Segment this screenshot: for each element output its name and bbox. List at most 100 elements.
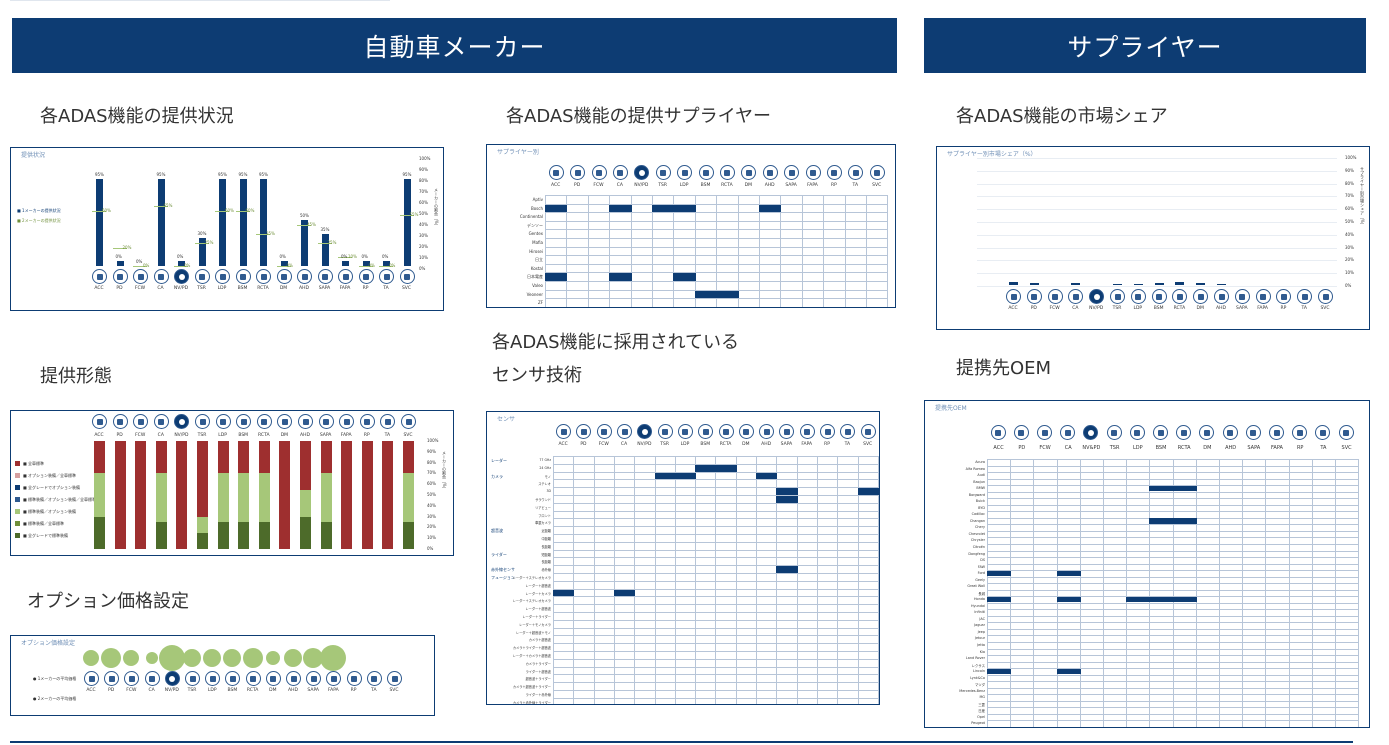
status-line bbox=[92, 210, 106, 212]
supplier-feature-label: FCW bbox=[593, 183, 604, 188]
sensor-feature-icon bbox=[779, 424, 795, 439]
share-feature-label: LDP bbox=[1133, 306, 1143, 311]
share-pct-tick: 60% bbox=[1345, 206, 1354, 212]
legend-item: ■ 全車標準 bbox=[23, 461, 45, 466]
sensor-feature-label: AHD bbox=[761, 442, 772, 447]
share-feature-icon bbox=[1006, 289, 1021, 304]
partner-feature-label: LDP bbox=[1132, 445, 1143, 451]
share-feature-label: SAPA bbox=[1236, 306, 1248, 311]
sensor-feature-label: SAPA bbox=[780, 442, 793, 447]
supplier-row-label: Hirosei bbox=[529, 248, 543, 254]
form-pct-tick: 80% bbox=[427, 459, 436, 465]
grid-vline bbox=[866, 195, 867, 307]
supplier-feature-label: TA bbox=[852, 183, 859, 188]
partner-row-label: Kia bbox=[979, 649, 985, 654]
price-bubble bbox=[223, 649, 242, 667]
price-bubble bbox=[303, 648, 324, 668]
form-segment bbox=[258, 522, 270, 549]
partner-row-label: Audi bbox=[977, 473, 985, 478]
share-feature-icon bbox=[1318, 289, 1333, 304]
option-feature-label: TSR bbox=[187, 688, 197, 693]
form-feature-label: NV/PD bbox=[174, 433, 189, 438]
partner-feature-label: FAPA bbox=[1271, 445, 1283, 451]
partner-row-label: Chevrolet bbox=[968, 531, 985, 536]
form-feature-label: BSM bbox=[238, 433, 249, 438]
partner-cell bbox=[1172, 485, 1197, 492]
sensor-cell bbox=[695, 464, 717, 472]
share-feature-icon bbox=[1214, 289, 1229, 304]
partner-cell bbox=[987, 570, 1012, 577]
option-legend-1: ● 1メーカーの平均価格 bbox=[33, 676, 77, 681]
option-feature-label: RP bbox=[350, 688, 357, 693]
form-pct-tick: 100% bbox=[427, 438, 439, 443]
sensor-feature-label: TA bbox=[844, 442, 851, 447]
grid-vline bbox=[877, 456, 879, 704]
share-feature-label: CA bbox=[1072, 306, 1079, 311]
form-segment bbox=[341, 441, 353, 549]
sensor-row-label: カメラ＋赤外線＋ライダー bbox=[512, 700, 551, 705]
line-value-label: 65% bbox=[163, 203, 173, 209]
panel-label: サプライヤー別 bbox=[497, 149, 539, 156]
partner-row-label: Infiniti bbox=[974, 610, 985, 615]
share-feature-icon bbox=[1193, 289, 1209, 304]
feature-label: NV/PD bbox=[173, 286, 189, 291]
price-bubble bbox=[242, 648, 263, 668]
share-gridline bbox=[977, 196, 1337, 198]
feature-icon-rp bbox=[358, 269, 374, 284]
option-feature-icon bbox=[225, 671, 241, 686]
form-segment bbox=[176, 441, 188, 549]
pct-tick: 0% bbox=[419, 266, 426, 271]
grid-vline bbox=[654, 456, 656, 704]
share-feature-icon bbox=[1130, 289, 1146, 304]
line-value-label: 60% bbox=[245, 207, 255, 213]
form-feature-label: RCTA bbox=[258, 433, 270, 438]
grid-vline bbox=[587, 195, 589, 307]
supplier-feature-label: PD bbox=[574, 183, 581, 188]
price-bubble bbox=[203, 649, 222, 667]
form-feature-icon bbox=[174, 414, 190, 429]
form-pct-tick: 40% bbox=[427, 502, 436, 508]
grid-vline bbox=[613, 456, 615, 704]
sensor-feature-icon bbox=[718, 424, 734, 439]
sensor-row-label: 短距離 bbox=[541, 552, 551, 557]
sensor-feature-label: RCTA bbox=[719, 442, 732, 447]
partner-feature-label: TA bbox=[1320, 445, 1327, 451]
partner-row-label: BMW bbox=[976, 486, 985, 491]
sensor-cell bbox=[553, 589, 575, 597]
banner-oem-text: 自動車メーカー bbox=[363, 32, 546, 62]
partner-feature-icon bbox=[1129, 425, 1145, 440]
sensor-group-label: 赤外線センサ bbox=[491, 567, 515, 573]
supplier-cell bbox=[609, 204, 632, 213]
grid-vline bbox=[673, 195, 675, 307]
sensor-feature-icon bbox=[759, 424, 775, 439]
sensor-row-label: ライダー＋超音波 bbox=[525, 669, 551, 674]
sensor-cell bbox=[715, 464, 737, 472]
option-feature-label: LDP bbox=[207, 688, 217, 693]
status-bar bbox=[178, 261, 185, 266]
option-feature-label: ACC bbox=[86, 688, 96, 693]
status-bar bbox=[157, 178, 165, 266]
sensor-row-label: 近距離 bbox=[541, 529, 551, 534]
grid-vline bbox=[801, 195, 803, 307]
feature-label: RCTA bbox=[257, 286, 269, 291]
sensor-feature-label: LDP bbox=[680, 442, 690, 447]
option-feature-icon bbox=[164, 671, 180, 686]
partner-feature-label: SAPA bbox=[1247, 445, 1261, 451]
option-feature-icon bbox=[245, 671, 261, 686]
partner-row-label: MG bbox=[979, 695, 985, 700]
status-line bbox=[235, 210, 250, 212]
supplier-row-label: 日本電産 bbox=[527, 274, 543, 280]
form-segment bbox=[300, 441, 311, 490]
partner-feature-label: TSR bbox=[1109, 445, 1120, 451]
supplier-cell bbox=[545, 204, 568, 213]
pct-tick: 70% bbox=[419, 189, 428, 194]
option-feature-icon bbox=[124, 671, 140, 686]
share-bar bbox=[1196, 283, 1206, 285]
form-segment bbox=[94, 441, 105, 474]
share-bar bbox=[1029, 283, 1039, 285]
bar-value-label: 0% bbox=[115, 254, 122, 260]
sensor-feature-icon bbox=[576, 424, 592, 439]
panel-label: オプション価格設定 bbox=[21, 640, 76, 647]
partner-row-label: Changan bbox=[969, 518, 985, 523]
